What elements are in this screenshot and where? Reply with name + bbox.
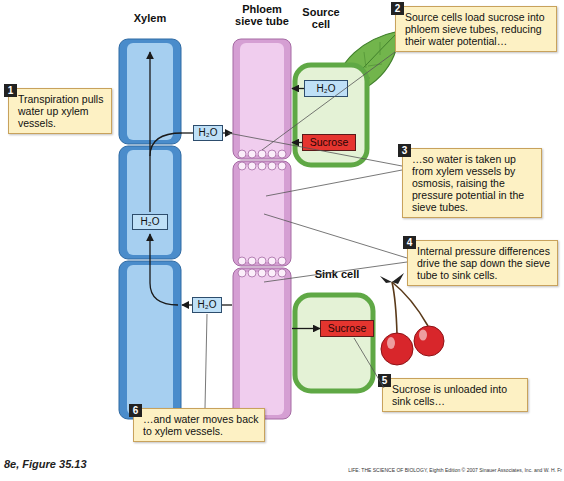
flow-arrow	[223, 132, 232, 133]
sieve-plate-pore	[248, 162, 256, 170]
figure-number: 8e, Figure 35.13	[4, 458, 87, 470]
sieve-tube-element	[233, 39, 291, 159]
cherry-stem	[392, 282, 397, 334]
credit-line: LIFE: THE SCIENCE OF BIOLOGY, Eighth Edi…	[348, 467, 562, 473]
water-flow-arrow	[149, 52, 150, 212]
water-flow-arrow	[150, 133, 182, 156]
sieve-plate-pore	[248, 257, 256, 265]
callout-node: 2Source cells load sucrose into phloem s…	[395, 6, 557, 52]
cell-node: SucroseSink cell	[292, 292, 376, 394]
sieve-plate-pore	[258, 162, 266, 170]
callout-number: 5	[378, 374, 391, 387]
callout-node: 3…so water is taken up from xylem vessel…	[402, 148, 542, 218]
sieve-plate-pore	[268, 150, 276, 158]
flow-arrow	[182, 132, 193, 133]
callout-number: 4	[403, 236, 416, 249]
callout-text: …and water moves back to xylem vessels.	[143, 413, 259, 437]
callout-number: 2	[391, 2, 404, 15]
leader-line	[205, 314, 207, 408]
cell-wall	[295, 65, 367, 165]
cell-wall	[295, 295, 373, 391]
cherry-stem-tip	[380, 273, 404, 284]
sieve-plate-pore	[278, 257, 286, 265]
callout-text: Source cells load sucrose into phloem si…	[405, 11, 551, 47]
cherry-stem	[392, 282, 428, 326]
callout-text: Transpiration pulls water up xylem vesse…	[18, 93, 106, 129]
sieve-tube-lumen	[240, 165, 284, 262]
sieve-plate-pore	[238, 269, 246, 277]
water-flow-arrow	[150, 234, 178, 305]
part-label: Phloem sieve tube	[230, 3, 294, 27]
flow-arrow	[182, 304, 192, 305]
flow-arrow	[292, 142, 302, 143]
h2o-node: H₂O	[132, 214, 168, 230]
phloem-sieve-tube	[232, 38, 292, 420]
flow-arrow	[222, 304, 232, 305]
sieve-plate-pore	[248, 269, 256, 277]
sieve-tube-lumen	[240, 43, 284, 155]
sieve-plate-pore	[248, 150, 256, 158]
leader-line	[354, 338, 384, 388]
plant-cell	[292, 62, 370, 168]
sieve-plate-pore	[278, 150, 286, 158]
leader-line	[262, 52, 395, 150]
sieve-tube-element	[233, 161, 291, 266]
sieve-plate-pore	[238, 257, 246, 265]
sieve-plate-pore	[258, 269, 266, 277]
box-text: H₂O	[198, 300, 217, 310]
callout-text: Sucrose is unloaded into sink cells…	[392, 383, 522, 407]
sieve-plate-pore	[268, 257, 276, 265]
flow-arrow	[292, 328, 320, 329]
box-text: H₂O	[141, 217, 160, 227]
leader-line	[266, 170, 402, 196]
callout-node: 5Sucrose is unloaded into sink cells…	[382, 378, 528, 412]
flow-arrow	[292, 88, 304, 89]
box-text: H₂O	[317, 84, 336, 94]
callout-node: 6…and water moves back to xylem vessels.	[133, 408, 265, 442]
plant-cell	[292, 292, 376, 394]
callout-node: 1Transpiration pulls water up xylem vess…	[8, 88, 112, 134]
callout-number: 1	[4, 84, 17, 97]
part-label: Source cell	[298, 6, 344, 30]
sieve-plate-pore	[238, 162, 246, 170]
leader-line	[264, 262, 407, 282]
leader-line	[264, 214, 407, 258]
cell-node: H₂OSucroseSource cell	[292, 62, 370, 168]
callout-number: 6	[129, 404, 142, 417]
box-text: Sucrose	[310, 137, 349, 148]
xylem-node: H₂OXylem	[118, 38, 182, 420]
part-label: Sink cell	[302, 268, 372, 280]
cherry-highlight	[387, 337, 395, 349]
callout-number: 3	[398, 144, 411, 157]
box-text: H₂O	[199, 128, 218, 138]
sieve-plate-pore	[278, 269, 286, 277]
sieve-plate-pore	[258, 150, 266, 158]
sucrose-node: Sucrose	[320, 320, 374, 337]
h2o-node: H₂O	[192, 297, 222, 313]
sieve-plate-pore	[258, 257, 266, 265]
h2o-node: H₂O	[193, 125, 223, 141]
sucrose-node: Sucrose	[302, 134, 356, 151]
h2o-node: H₂O	[304, 80, 348, 97]
sieve-plate-pore	[268, 269, 276, 277]
cherry	[414, 326, 444, 356]
cherry	[381, 333, 413, 365]
sieve-plate-pore	[238, 150, 246, 158]
part-label: Xylem	[108, 12, 192, 24]
sieve-tube-lumen	[240, 272, 284, 415]
callout-text: …so water is taken up from xylem vessels…	[412, 153, 536, 213]
cherry-highlight	[419, 330, 427, 341]
sieve-plate-pore	[278, 162, 286, 170]
sieve-tube-element	[233, 268, 291, 419]
callout-text: Internal pressure differences drive the …	[417, 245, 552, 281]
leader-line	[228, 133, 402, 166]
phloem-node: Phloem sieve tube	[232, 38, 292, 420]
callout-node: 4Internal pressure differences drive the…	[407, 240, 558, 286]
box-text: Sucrose	[328, 323, 367, 334]
sieve-plate-pore	[268, 162, 276, 170]
